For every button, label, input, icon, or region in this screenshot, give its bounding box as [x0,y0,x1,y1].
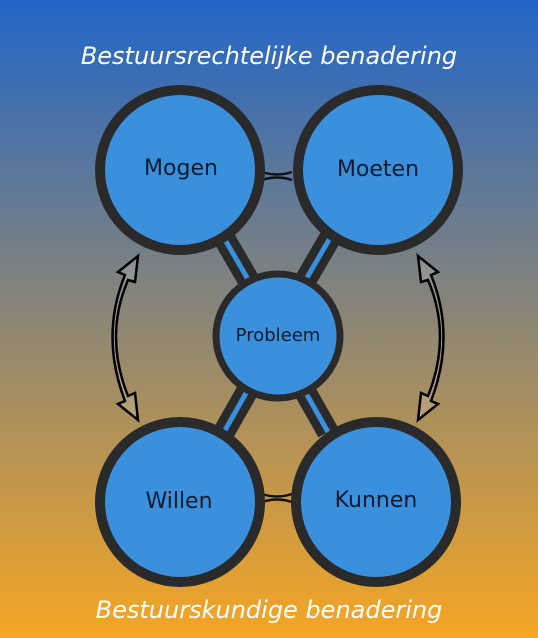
node-probleem [212,270,344,402]
node-kunnen [291,417,461,587]
label-moeten: Moeten [337,157,419,182]
node-willen [95,417,265,587]
arrow-mogen-willen [111,253,140,423]
node-moeten [293,85,463,255]
arrow-moeten-kunnen [416,253,445,423]
title-bottom: Bestuurskundige benadering [95,596,443,624]
node-mogen [95,85,265,255]
title-top: Bestuursrechtelijke benadering [80,42,458,70]
label-kunnen: Kunnen [335,488,418,513]
label-probleem: Probleem [236,325,321,346]
label-mogen: Mogen [144,156,218,181]
label-willen: Willen [145,489,212,514]
